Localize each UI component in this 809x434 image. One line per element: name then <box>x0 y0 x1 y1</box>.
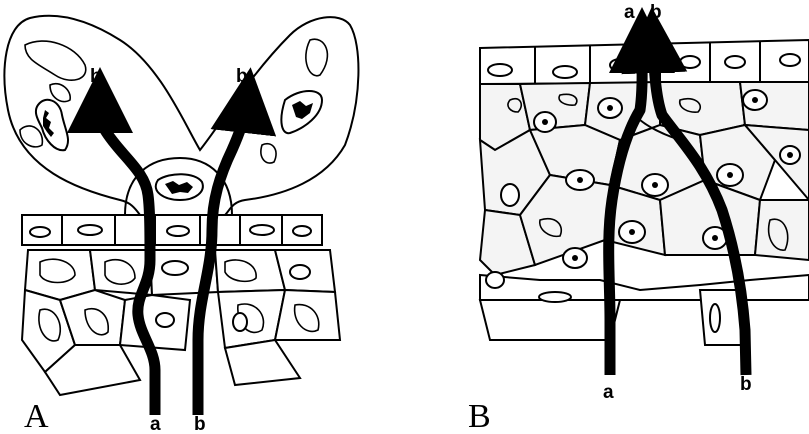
panel-b <box>480 40 809 375</box>
label-a-bottom-b: a <box>603 382 614 403</box>
label-b-bottom-b: b <box>740 374 752 395</box>
label-a-bottom-a: a <box>150 414 161 434</box>
label-b-bottom-a: b <box>194 414 206 434</box>
panel-letter-b: B <box>468 398 491 434</box>
label-a-top-b: a <box>624 2 635 23</box>
label-b-top-b: b <box>650 2 662 23</box>
flat-cell-row-a <box>22 215 322 245</box>
panel-a <box>4 16 358 415</box>
label-b-top-right-a: b <box>236 66 248 87</box>
label-b-top-left-a: b <box>90 66 102 87</box>
lower-cells-a <box>22 250 340 395</box>
panel-letter-a: A <box>24 398 49 434</box>
polygonal-cells-b <box>480 82 809 345</box>
